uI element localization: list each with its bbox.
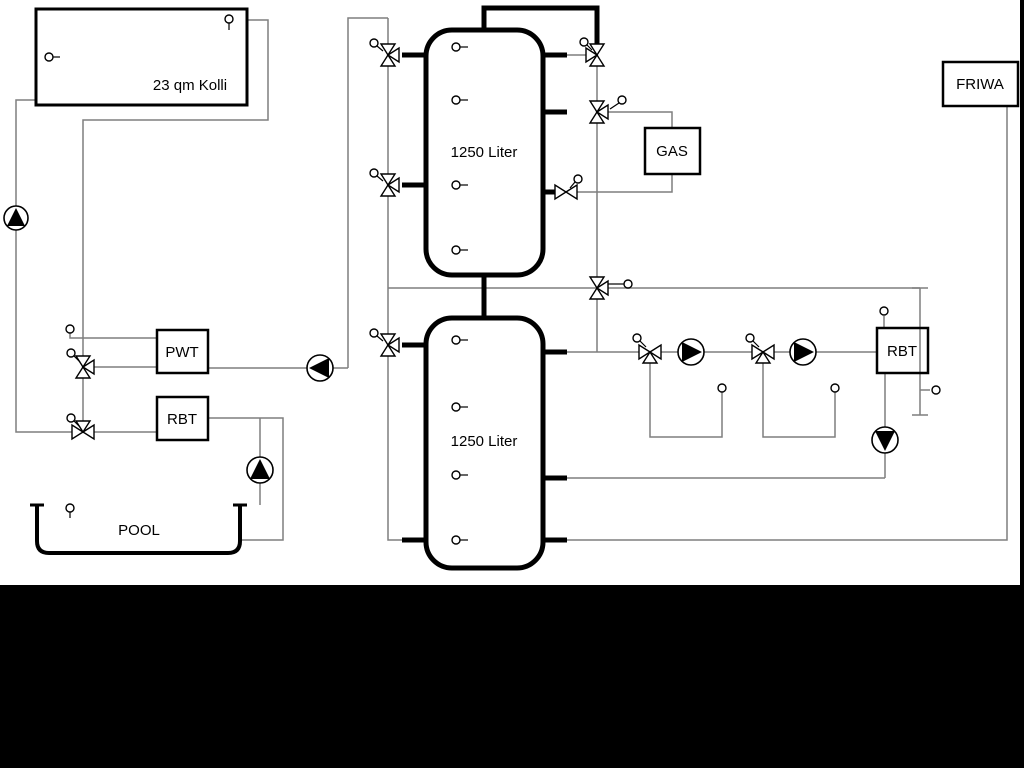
solar-collector: 23 qm Kolli — [34, 7, 249, 107]
heating-pump-2-icon — [789, 338, 817, 366]
temperature-sensor-icon — [224, 14, 234, 30]
temperature-sensor-icon — [830, 383, 840, 393]
three-way-valve-icon — [632, 333, 662, 364]
letterbox-bottom — [0, 585, 1024, 768]
gas-boiler: GAS — [643, 126, 702, 176]
three-way-valve-icon — [66, 348, 95, 379]
tank-bottom-label: 1250 Liter — [451, 433, 518, 450]
rbt-right-label: RBT — [887, 343, 917, 360]
three-way-valve-icon — [745, 333, 775, 364]
rbt-pump-icon — [871, 426, 899, 454]
heating-pump-1-icon — [677, 338, 705, 366]
temperature-sensor-icon — [65, 503, 75, 518]
tank-top-sensors — [451, 42, 468, 255]
three-way-valve-icon — [588, 276, 633, 300]
pool-basin: POOL — [30, 503, 247, 555]
temperature-sensor-icon — [717, 383, 727, 393]
shutoff-valve-icon — [554, 174, 583, 201]
pwt-heat-exchanger: PWT — [155, 328, 210, 375]
gas-label: GAS — [656, 143, 688, 160]
three-way-valve-icon — [579, 37, 606, 67]
rbt-right: RBT — [875, 306, 941, 395]
charge-pump-icon — [306, 354, 334, 382]
friwa-label: FRIWA — [956, 76, 1004, 93]
rbt-left-label: RBT — [167, 411, 197, 428]
pool-label: POOL — [118, 522, 160, 539]
rbt-left: RBT — [155, 395, 210, 442]
three-way-valve-icon — [369, 328, 400, 357]
letterbox-right — [1020, 0, 1024, 768]
solar-pump-icon — [3, 205, 29, 231]
friwa-station: FRIWA — [941, 60, 1020, 108]
buffer-tank-top: 1250 Liter — [423, 27, 546, 278]
three-way-valve-icon — [369, 38, 400, 67]
temperature-sensor-icon — [931, 385, 941, 395]
three-way-valve-icon — [66, 413, 95, 441]
tank-top-label: 1250 Liter — [451, 144, 518, 161]
collector-label: 23 qm Kolli — [153, 77, 227, 94]
pipes-gray — [15, 17, 1008, 541]
temperature-sensor-icon — [65, 324, 75, 334]
pool-pump-icon — [246, 456, 274, 484]
tank-bottom-sensors — [451, 335, 468, 545]
temperature-sensor-icon — [44, 52, 60, 62]
three-way-valve-icon — [369, 168, 400, 197]
pwt-label: PWT — [165, 344, 198, 361]
temperature-sensor-icon — [879, 306, 889, 316]
three-way-valve-icon — [588, 95, 627, 124]
buffer-tank-bottom: 1250 Liter — [423, 315, 546, 571]
